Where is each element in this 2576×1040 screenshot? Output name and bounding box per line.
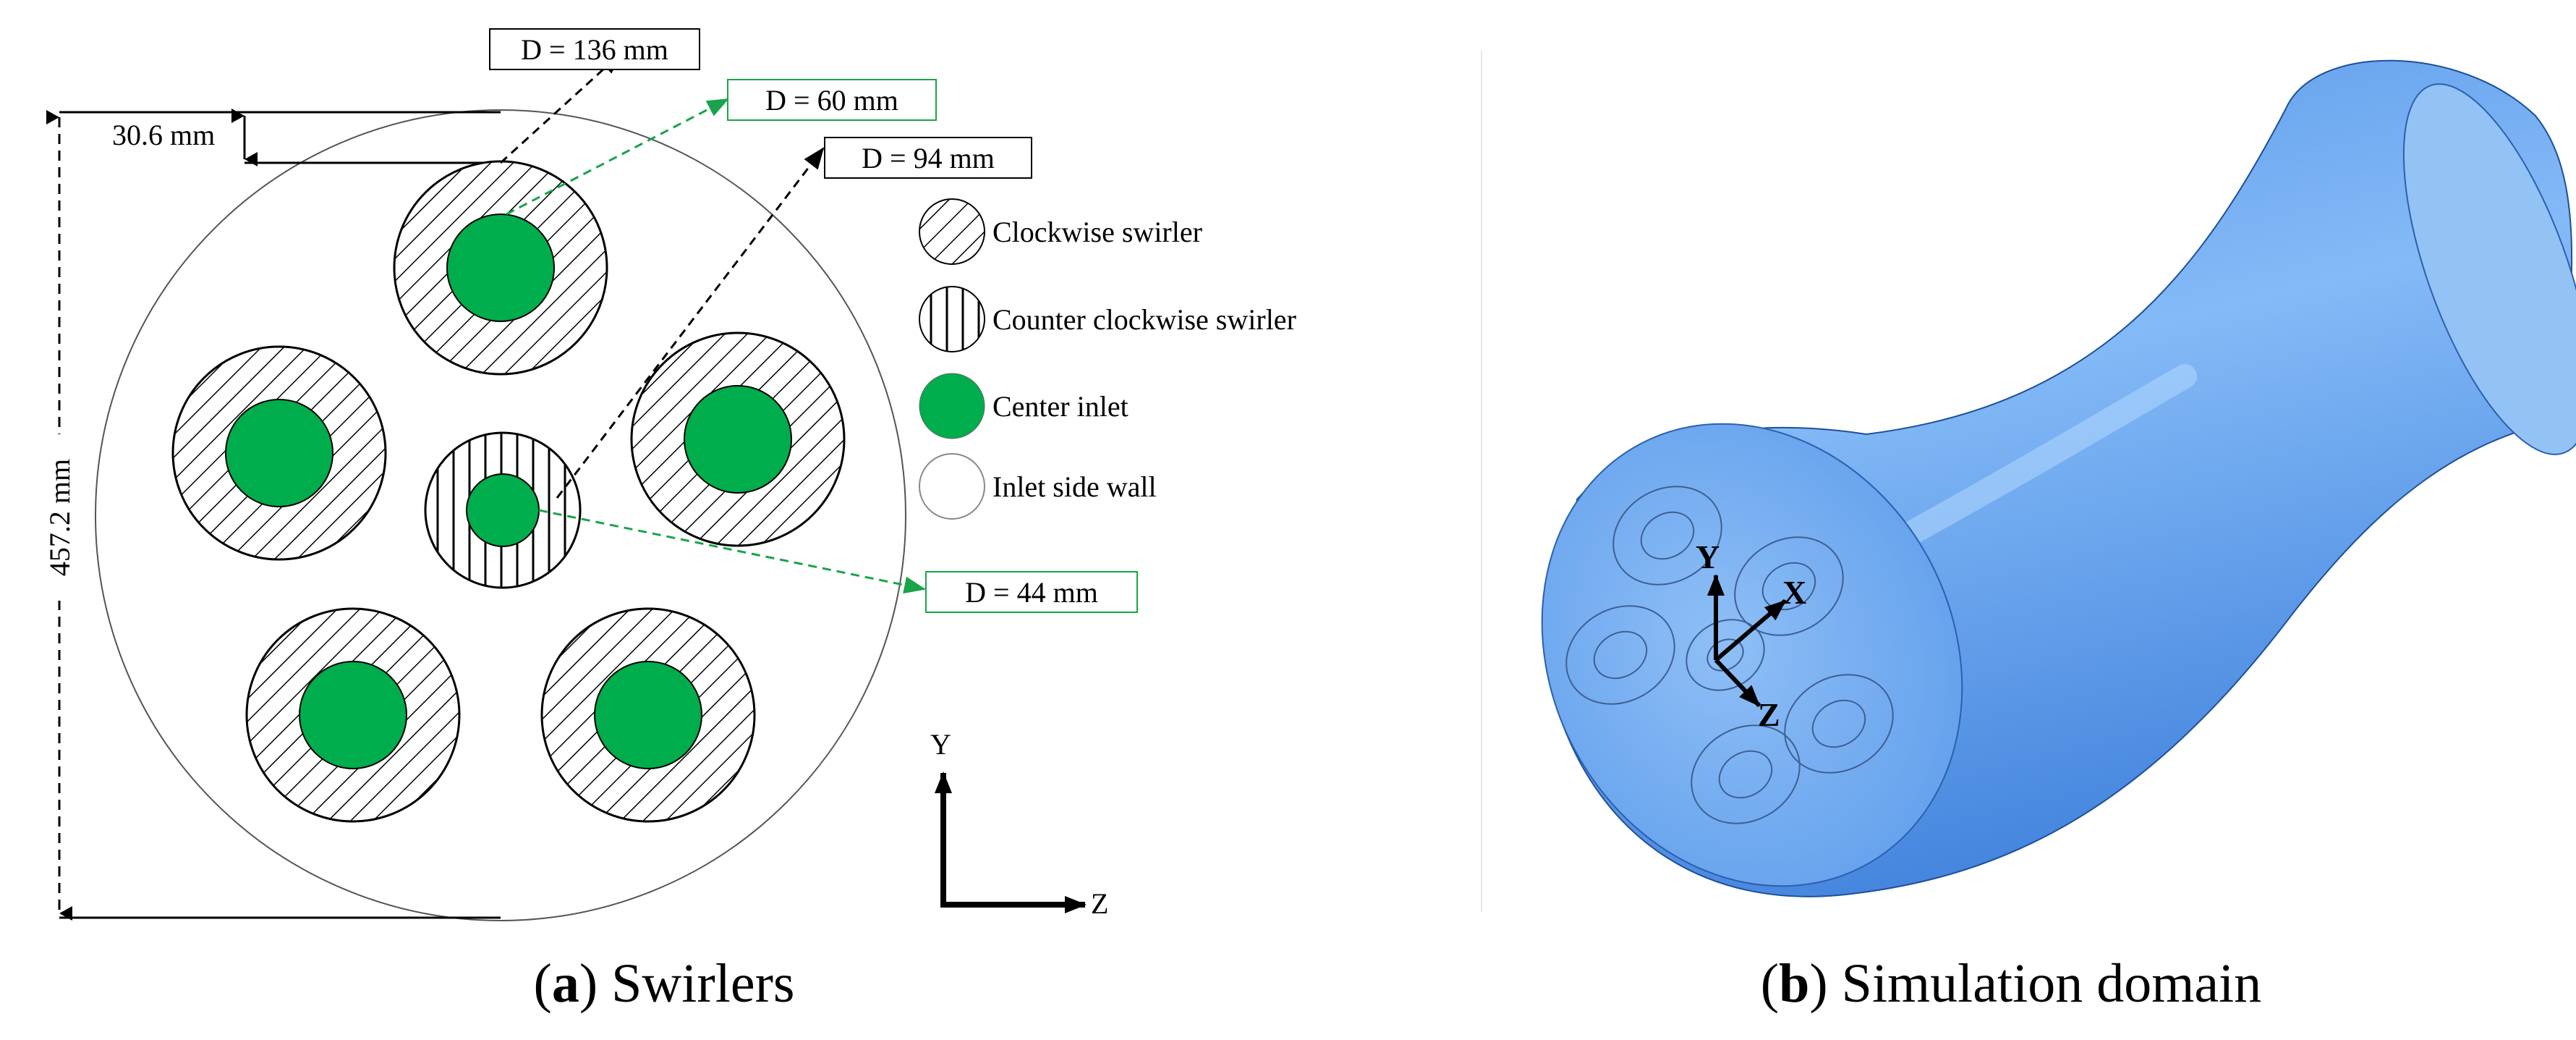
- panel-a-swirlers: 30.6 mm 457.2 mm: [42, 28, 1296, 1014]
- center-inlet-small: [466, 473, 540, 547]
- center-inlet: [299, 661, 407, 769]
- counter-clockwise-swirler-center: [424, 431, 582, 589]
- clockwise-swirler-right: [630, 331, 846, 547]
- leader-d44: [538, 509, 926, 594]
- caption-a-letter: a: [552, 953, 579, 1014]
- legend-label-side-wall: Inlet side wall: [992, 470, 1157, 503]
- offset-label: 30.6 mm: [112, 119, 215, 151]
- clockwise-swirler-left: [171, 345, 387, 561]
- panel-b-simulation-domain: Y X Z (b) Simulation domain: [1541, 59, 2576, 1014]
- leader-d94: [556, 147, 825, 499]
- axes-xyz: Y X Z: [1696, 538, 1806, 733]
- label-d60: D = 60 mm: [765, 84, 898, 117]
- caption-a: (a) Swirlers: [534, 953, 795, 1014]
- leader-d60: [506, 98, 729, 216]
- box-d136: [489, 28, 700, 70]
- legend-label-counter-clockwise: Counter clockwise swirler: [992, 303, 1296, 336]
- legend-swatch-center-inlet: [919, 373, 985, 439]
- caption-a-text: Swirlers: [611, 953, 794, 1014]
- caption-b-letter: b: [1779, 953, 1809, 1014]
- y-axis-label: Y: [930, 728, 951, 761]
- domain-inlet-face: [1541, 423, 1963, 887]
- center-inlet: [446, 214, 555, 322]
- clockwise-swirler-bottom-right: [540, 607, 756, 823]
- caption-b-text: Simulation domain: [1842, 953, 2262, 1014]
- legend-swatch-counter-clockwise: [919, 286, 985, 352]
- clockwise-swirler-top: [393, 160, 608, 376]
- clockwise-swirler-bottom-left: [245, 607, 461, 823]
- diameter-label: 457.2 mm: [43, 459, 76, 576]
- center-inlet: [594, 661, 702, 769]
- center-inlet: [684, 385, 792, 494]
- label-d136: D = 136 mm: [521, 33, 668, 66]
- caption-b: (b) Simulation domain: [1761, 953, 2261, 1014]
- x3d-axis-arrow: [1714, 599, 1787, 662]
- legend-label-clockwise: Clockwise swirler: [992, 216, 1202, 248]
- y3d-axis-label: Y: [1696, 538, 1720, 575]
- z3d-axis-label: Z: [1758, 696, 1780, 733]
- x3d-axis-label: X: [1782, 574, 1806, 611]
- label-d94: D = 94 mm: [862, 142, 995, 174]
- legend-swatch-side-wall: [919, 453, 985, 520]
- axes-yz: Y Z: [930, 728, 1108, 920]
- box-d94: [824, 137, 1032, 179]
- box-d60: [727, 79, 937, 121]
- z-axis-label: Z: [1091, 887, 1108, 920]
- z3d-axis-arrow: [1714, 658, 1761, 708]
- center-inlet: [225, 399, 333, 507]
- label-d44: D = 44 mm: [965, 576, 1098, 609]
- inlet-swirler-rings: [1565, 486, 1894, 824]
- legend: Clockwise swirler Counter clockwise swir…: [919, 198, 1296, 520]
- legend-label-center-inlet: Center inlet: [992, 390, 1128, 423]
- leader-d136: [499, 52, 622, 164]
- legend-swatch-clockwise: [919, 198, 985, 265]
- domain-outlet-face: [2402, 83, 2576, 455]
- box-d44: [925, 571, 1138, 613]
- domain-highlight: [1869, 364, 2197, 562]
